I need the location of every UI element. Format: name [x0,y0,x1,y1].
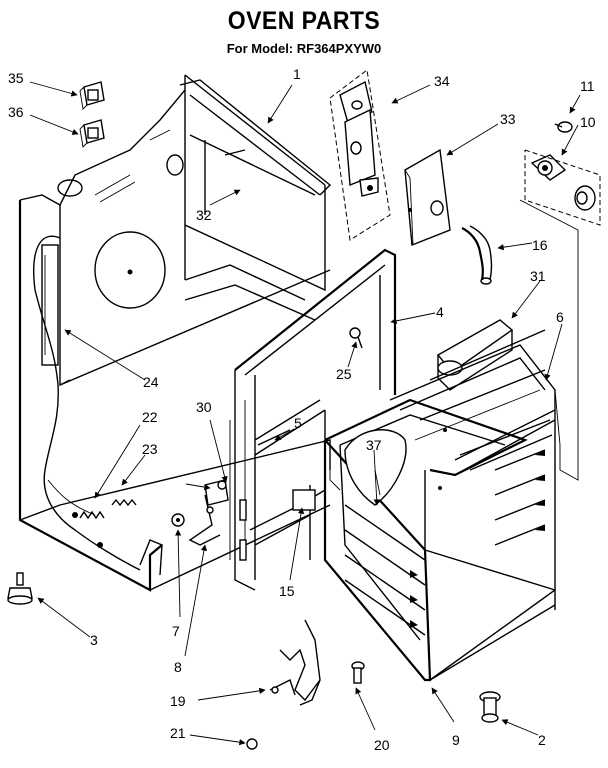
callout-33: 33 [500,111,516,127]
nut-7 [171,513,185,527]
oven-chassis-body [18,74,397,592]
latch-arm-19 [269,619,321,706]
callout-16: 16 [532,237,548,253]
burner-31 [436,319,514,391]
bolt-32 [224,149,246,156]
model-subtitle: For Model: RF364PXYW0 [226,41,382,56]
foot-2 [479,691,501,723]
callout-1: 1 [293,66,301,82]
plate-33 [404,148,451,246]
callout-labels: 35 36 1 34 11 10 33 32 16 31 6 4 24 25 2… [8,66,596,753]
bracket-30 [204,479,229,506]
callout-34: 34 [434,73,450,89]
callout-32: 32 [196,207,212,223]
clip-36 [79,119,105,148]
screw-11 [554,121,573,133]
page-title: OVEN PARTS [227,7,381,35]
oven-cavity-9 [323,398,556,682]
callout-10: 10 [580,114,596,130]
callout-15: 15 [279,583,295,599]
callout-24: 24 [143,374,159,390]
callout-19: 19 [170,693,186,709]
callout-21: 21 [170,725,186,741]
callout-4: 4 [436,304,444,320]
callout-23: 23 [142,441,158,457]
latch-8 [188,494,221,546]
pin-25 [349,327,363,349]
leader-lines [29,81,581,746]
callout-20: 20 [374,737,390,753]
callout-25: 25 [336,366,352,382]
clip-35 [79,81,105,110]
rod-5 [257,429,291,446]
callout-31: 31 [530,268,546,284]
callout-3: 3 [90,632,98,648]
nut-21 [246,738,258,750]
screw-20 [351,661,365,684]
callout-5: 5 [294,415,302,431]
callout-30: 30 [196,399,212,415]
spring-22 [79,510,105,520]
callout-22: 22 [142,409,158,425]
callout-36: 36 [8,104,24,120]
valve-10 [524,149,601,226]
callout-7: 7 [172,623,180,639]
tube-16 [461,225,493,285]
spring-23 [111,498,137,507]
callout-9: 9 [452,732,460,748]
callout-35: 35 [8,70,24,86]
bracket-34 [329,69,391,241]
callout-6: 6 [556,309,564,325]
callout-37: 37 [366,437,382,453]
callout-2: 2 [538,732,546,748]
callout-8: 8 [174,659,182,675]
callout-11: 11 [580,78,595,94]
leveler-3 [7,572,33,605]
